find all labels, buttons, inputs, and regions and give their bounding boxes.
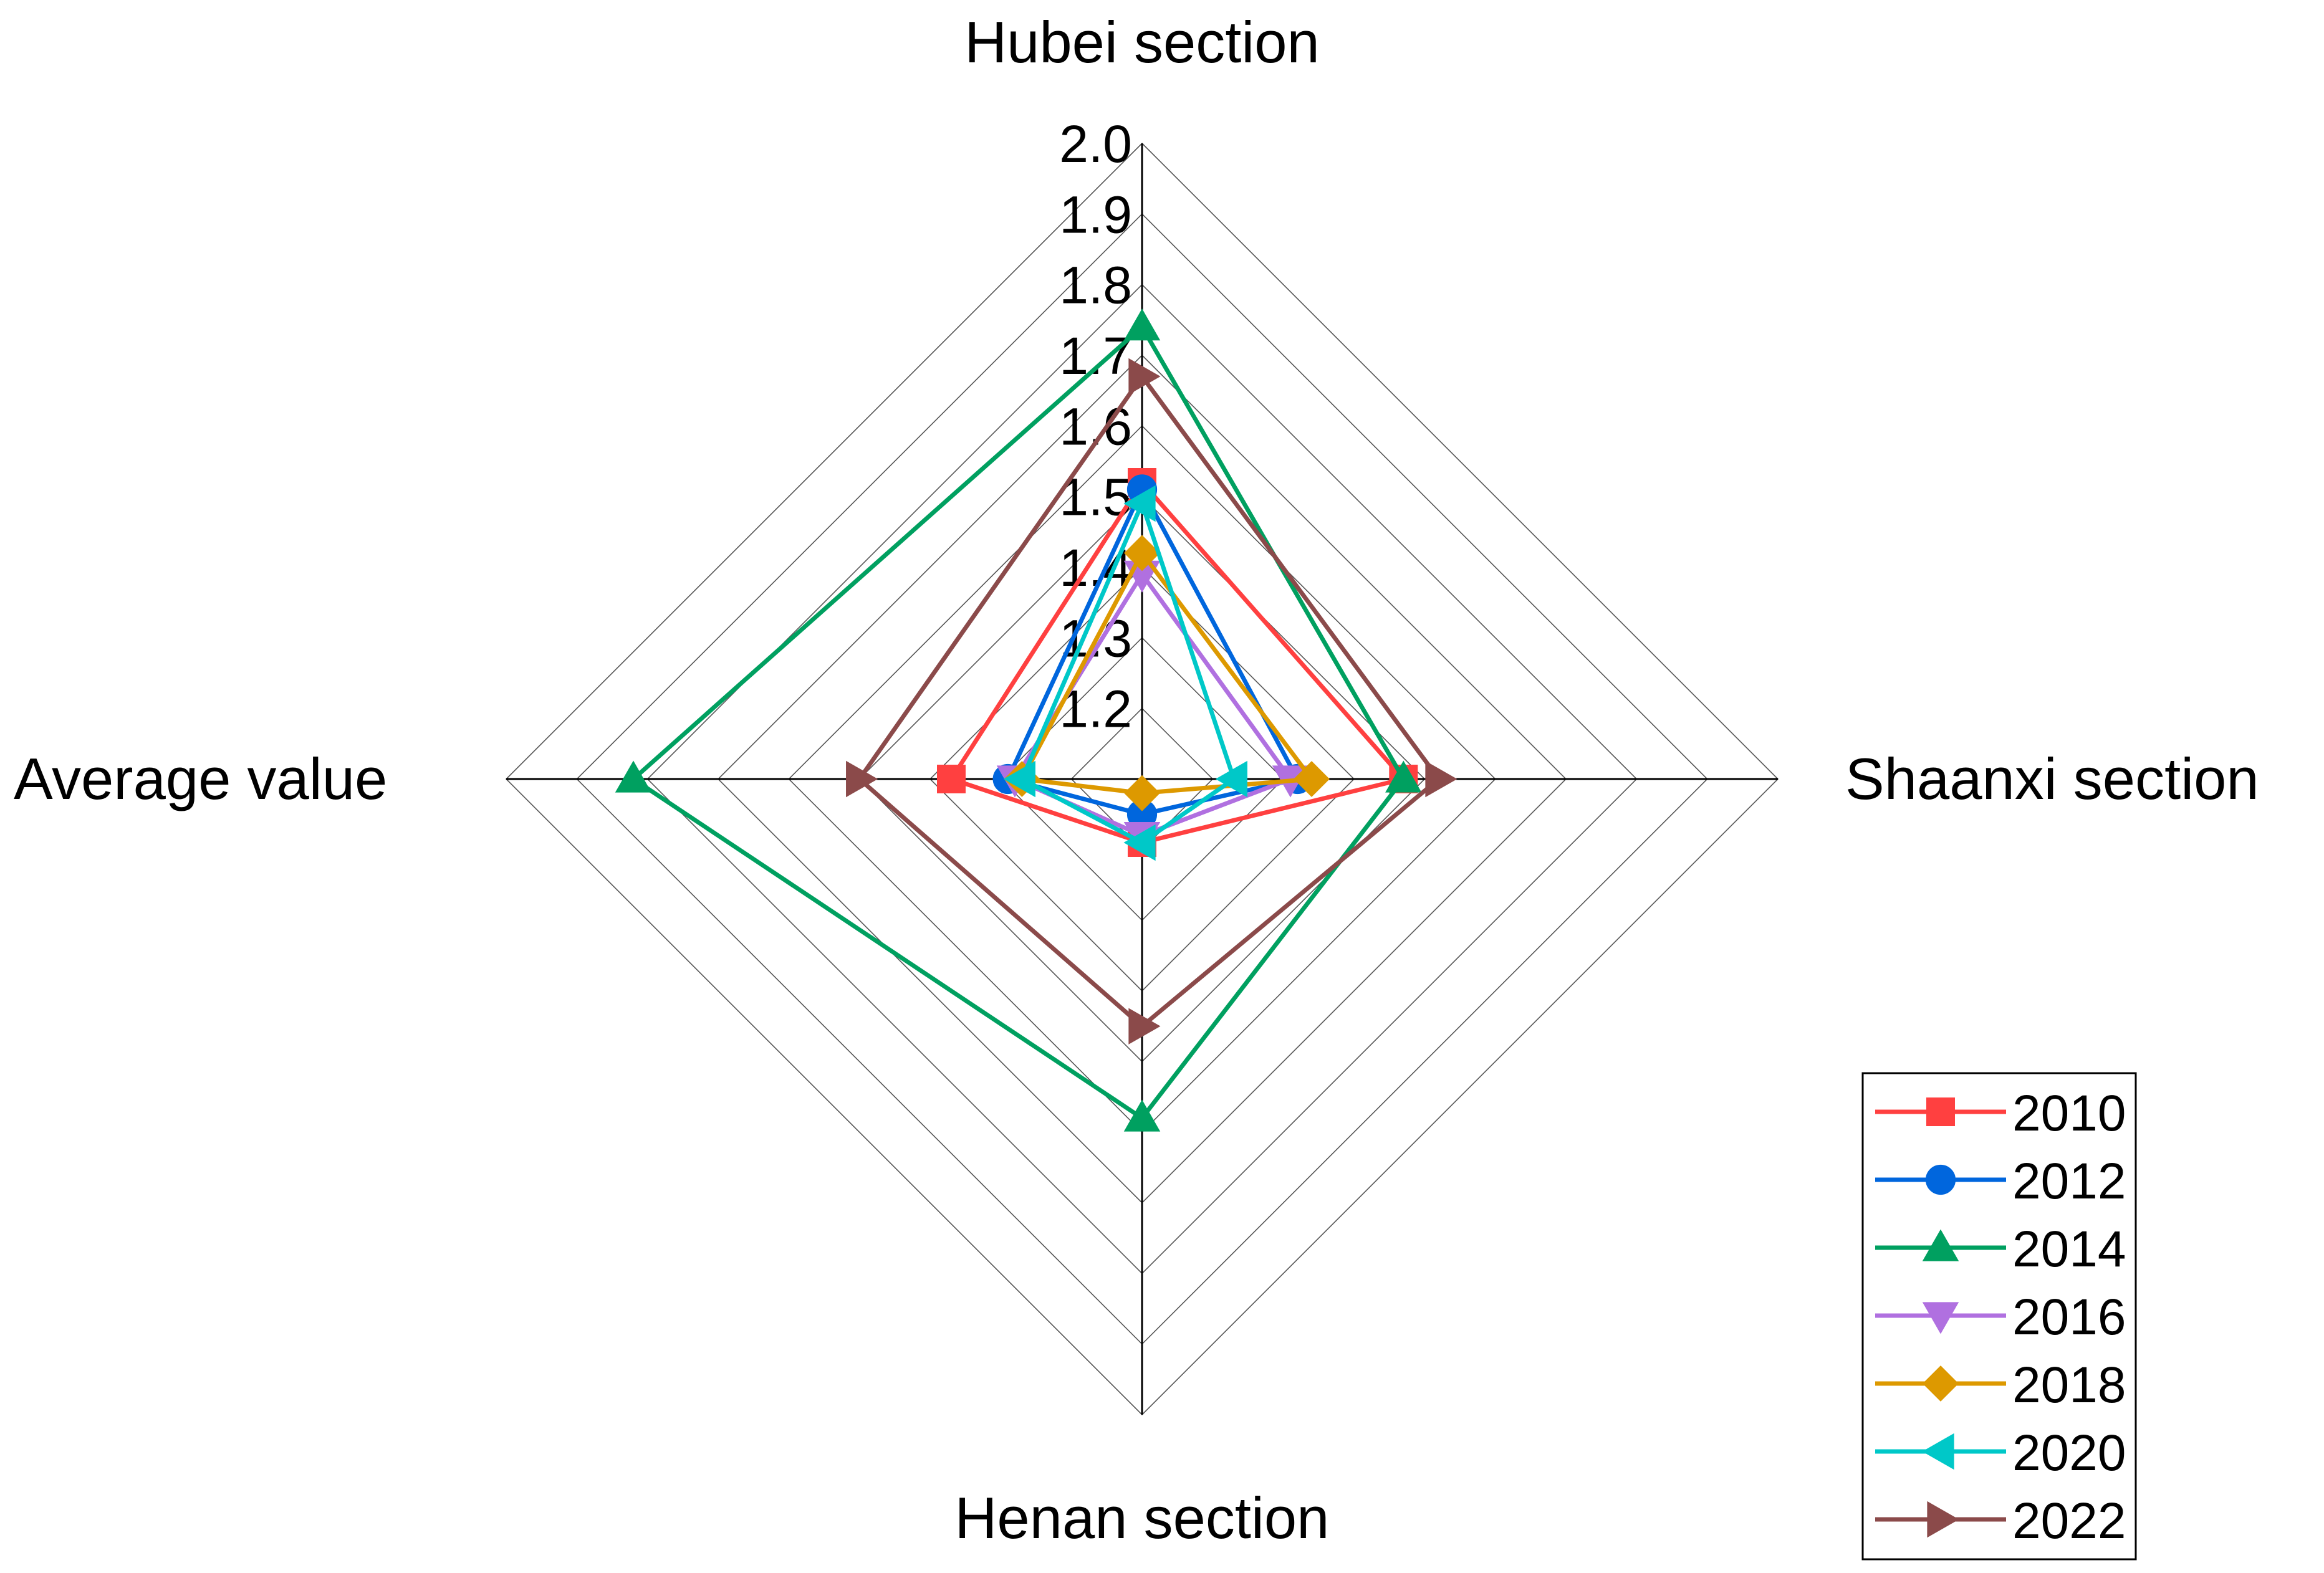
data-point — [937, 765, 966, 793]
legend-label: 2014 — [2012, 1221, 2126, 1278]
data-point — [1922, 1229, 1959, 1261]
tick-label: 1.7 — [1059, 327, 1132, 385]
legend-label: 2010 — [2012, 1085, 2126, 1142]
data-point — [1926, 1097, 1955, 1126]
data-series — [615, 308, 1457, 1132]
series-2010 — [937, 468, 1418, 857]
data-point — [1425, 760, 1457, 798]
tick-label: 1.8 — [1059, 256, 1132, 315]
data-point — [1922, 1433, 1954, 1470]
legend-label: 2012 — [2012, 1153, 2126, 1210]
tick-label: 2.0 — [1059, 115, 1132, 173]
legend-label: 2020 — [2012, 1425, 2126, 1481]
data-point — [1003, 760, 1035, 798]
legend-label: 2016 — [2012, 1289, 2126, 1346]
legend-item: 2018 — [1875, 1357, 2126, 1413]
axis-label-shaanxi: Shaanxi section — [1845, 746, 2259, 811]
legend-item: 2010 — [1875, 1085, 2126, 1142]
series-2014 — [615, 308, 1422, 1132]
data-point — [1923, 1365, 1959, 1402]
legend-item: 2020 — [1875, 1425, 2126, 1481]
legend-item: 2016 — [1875, 1289, 2126, 1346]
data-point — [1123, 824, 1156, 861]
legend: 2010 2012 2014 2016 2018 2020 2022 — [1861, 1072, 2137, 1561]
legend-item: 2014 — [1875, 1221, 2126, 1278]
series-line — [630, 323, 1406, 1121]
data-point — [1385, 760, 1422, 793]
data-point — [1927, 1501, 1959, 1538]
axis-label-average: Average value — [14, 746, 387, 811]
data-point — [1294, 761, 1330, 797]
axis-label-henan: Henan section — [955, 1485, 1330, 1551]
data-point — [1128, 358, 1161, 395]
data-point — [1123, 1099, 1161, 1132]
data-point — [1123, 308, 1161, 341]
series-2022 — [846, 358, 1457, 1045]
data-point — [1123, 485, 1156, 522]
series-2020 — [1003, 485, 1247, 861]
legend-item: 2012 — [1875, 1153, 2126, 1210]
axis-label-hubei: Hubei section — [964, 9, 1320, 75]
data-point — [846, 760, 878, 798]
data-point — [1925, 1164, 1956, 1195]
data-point — [1124, 775, 1160, 811]
data-point — [1128, 1008, 1161, 1045]
legend-label: 2018 — [2012, 1357, 2126, 1413]
data-point — [1124, 535, 1160, 571]
tick-label: 1.9 — [1059, 185, 1132, 244]
legend-item: 2022 — [1875, 1493, 2126, 1549]
data-point — [615, 760, 652, 793]
data-point — [1215, 760, 1247, 798]
data-point — [1922, 1302, 1959, 1334]
series-2012 — [992, 474, 1313, 830]
legend-label: 2022 — [2012, 1493, 2126, 1549]
